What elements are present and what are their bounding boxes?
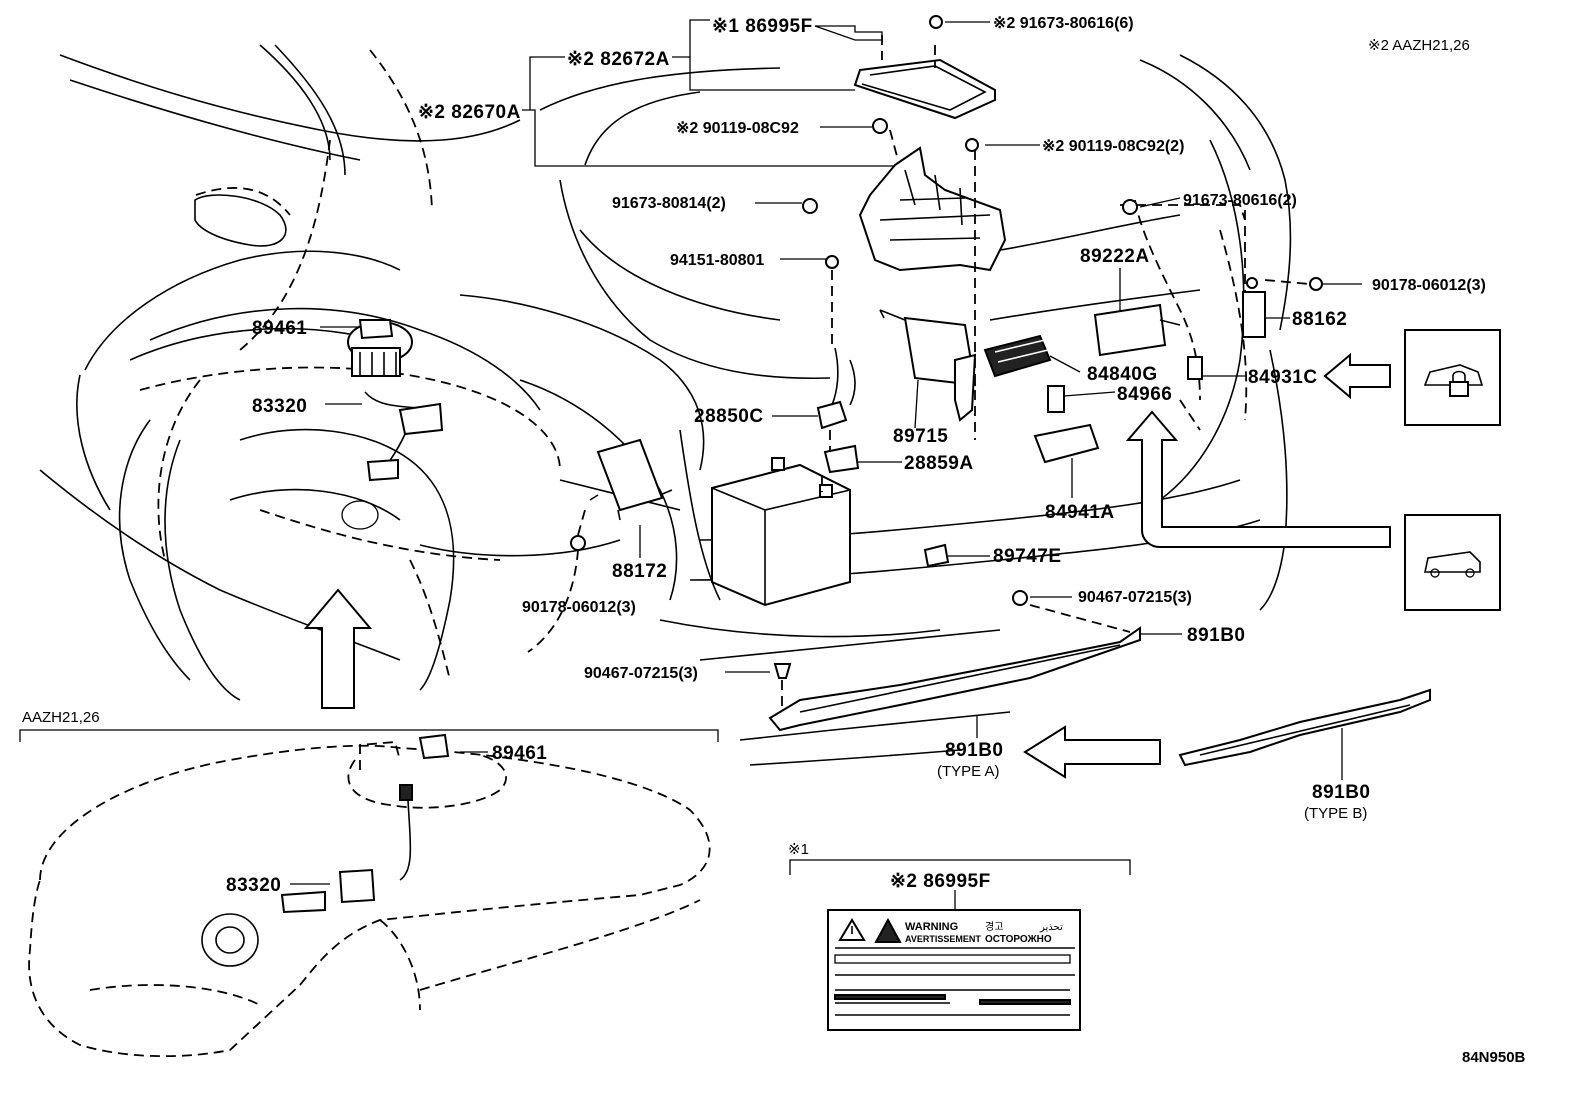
korean-warning-text: 경고 xyxy=(985,920,1003,933)
label-typeA: (TYPE A) xyxy=(937,763,1000,780)
label-94151-80801: 94151-80801 xyxy=(670,252,764,269)
inset-title: AAZH21,26 xyxy=(22,709,100,726)
arabic-warning-text: تحذير xyxy=(1039,922,1063,933)
arrow-left-icon xyxy=(1323,352,1391,400)
label-86995F-2: ※2 86995F xyxy=(890,871,991,892)
label-90119-08C92: ※2 90119-08C92 xyxy=(676,120,799,137)
vehicle-body-left xyxy=(39,44,705,701)
label-28850C: 28850C xyxy=(694,406,764,427)
large-arrow-icon xyxy=(303,588,373,709)
label-90178-06012-3-left: 90178-06012(3) xyxy=(522,599,636,616)
label-84840G: 84840G xyxy=(1087,364,1158,385)
car-lock-icon xyxy=(1423,364,1484,397)
fuel-pump-assembly xyxy=(341,319,444,530)
label-90467-07215-3-right: 90467-07215(3) xyxy=(1078,589,1192,606)
inset-label-89461: 89461 xyxy=(492,743,547,764)
label-84966: 84966 xyxy=(1117,384,1172,405)
inset-fuel-tank xyxy=(19,729,719,1058)
car-side-box xyxy=(1404,514,1501,611)
leader-lines xyxy=(290,19,1362,910)
label-891B0-typeB: 891B0 xyxy=(1312,782,1371,803)
russian-warning-text: ОСТОРОЖНО xyxy=(985,934,1052,945)
label-91673-80814-2: 91673-80814(2) xyxy=(612,195,726,212)
label-91673-80616-2: 91673-80616(2) xyxy=(1183,192,1297,209)
inset-label-mark: ※1 xyxy=(788,841,809,858)
label-90178-06012-3-right: 90178-06012(3) xyxy=(1372,277,1486,294)
label-89747E: 89747E xyxy=(993,546,1062,567)
arrow-up-from-box xyxy=(1125,410,1391,548)
label-89715: 89715 xyxy=(893,426,948,447)
unit-bracket-assembly xyxy=(853,35,1007,440)
part-labels: ※1 86995F ※2 91673-80616(6) ※2 AAZH21,26… xyxy=(22,15,1526,1066)
note-top-right: ※2 AAZH21,26 xyxy=(1368,37,1470,54)
warning-text: WARNING xyxy=(905,921,958,933)
inset-warning-label: WARNING AVERTISSEMENT 경고 ОСТОРОЖНО تحذير xyxy=(789,859,1131,1031)
label-83320: 83320 xyxy=(252,396,307,417)
parts-middle xyxy=(527,15,1431,767)
label-82672A: ※2 82672A xyxy=(567,49,670,70)
arrow-left-icon-typeA xyxy=(1023,725,1161,779)
vehicle-body-right xyxy=(539,54,1321,766)
label-891B0: 891B0 xyxy=(1187,625,1246,646)
label-82670A: ※2 82670A xyxy=(418,102,521,123)
label-88172: 88172 xyxy=(612,561,667,582)
warning-triangle-icon xyxy=(838,917,902,943)
label-86995F-1: ※1 86995F xyxy=(712,16,813,37)
label-89222A: 89222A xyxy=(1080,246,1150,267)
inset-label-83320: 83320 xyxy=(226,875,281,896)
avertissement-text: AVERTISSEMENT xyxy=(905,934,981,944)
label-90467-07215-3-left: 90467-07215(3) xyxy=(584,665,698,682)
label-28859A: 28859A xyxy=(904,453,974,474)
label-84931C: 84931C xyxy=(1248,367,1318,388)
label-88162: 88162 xyxy=(1292,309,1347,330)
label-89461: 89461 xyxy=(252,318,307,339)
label-91673-80616-6: ※2 91673-80616(6) xyxy=(993,15,1134,32)
label-typeB: (TYPE B) xyxy=(1304,805,1367,822)
label-891B0-typeA: 891B0 xyxy=(945,740,1004,761)
car-side-icon xyxy=(1424,551,1481,578)
diagram-code: 84N950B xyxy=(1462,1049,1526,1066)
label-84941A: 84941A xyxy=(1045,502,1115,523)
label-90119-08C92-2: ※2 90119-08C92(2) xyxy=(1042,138,1184,155)
